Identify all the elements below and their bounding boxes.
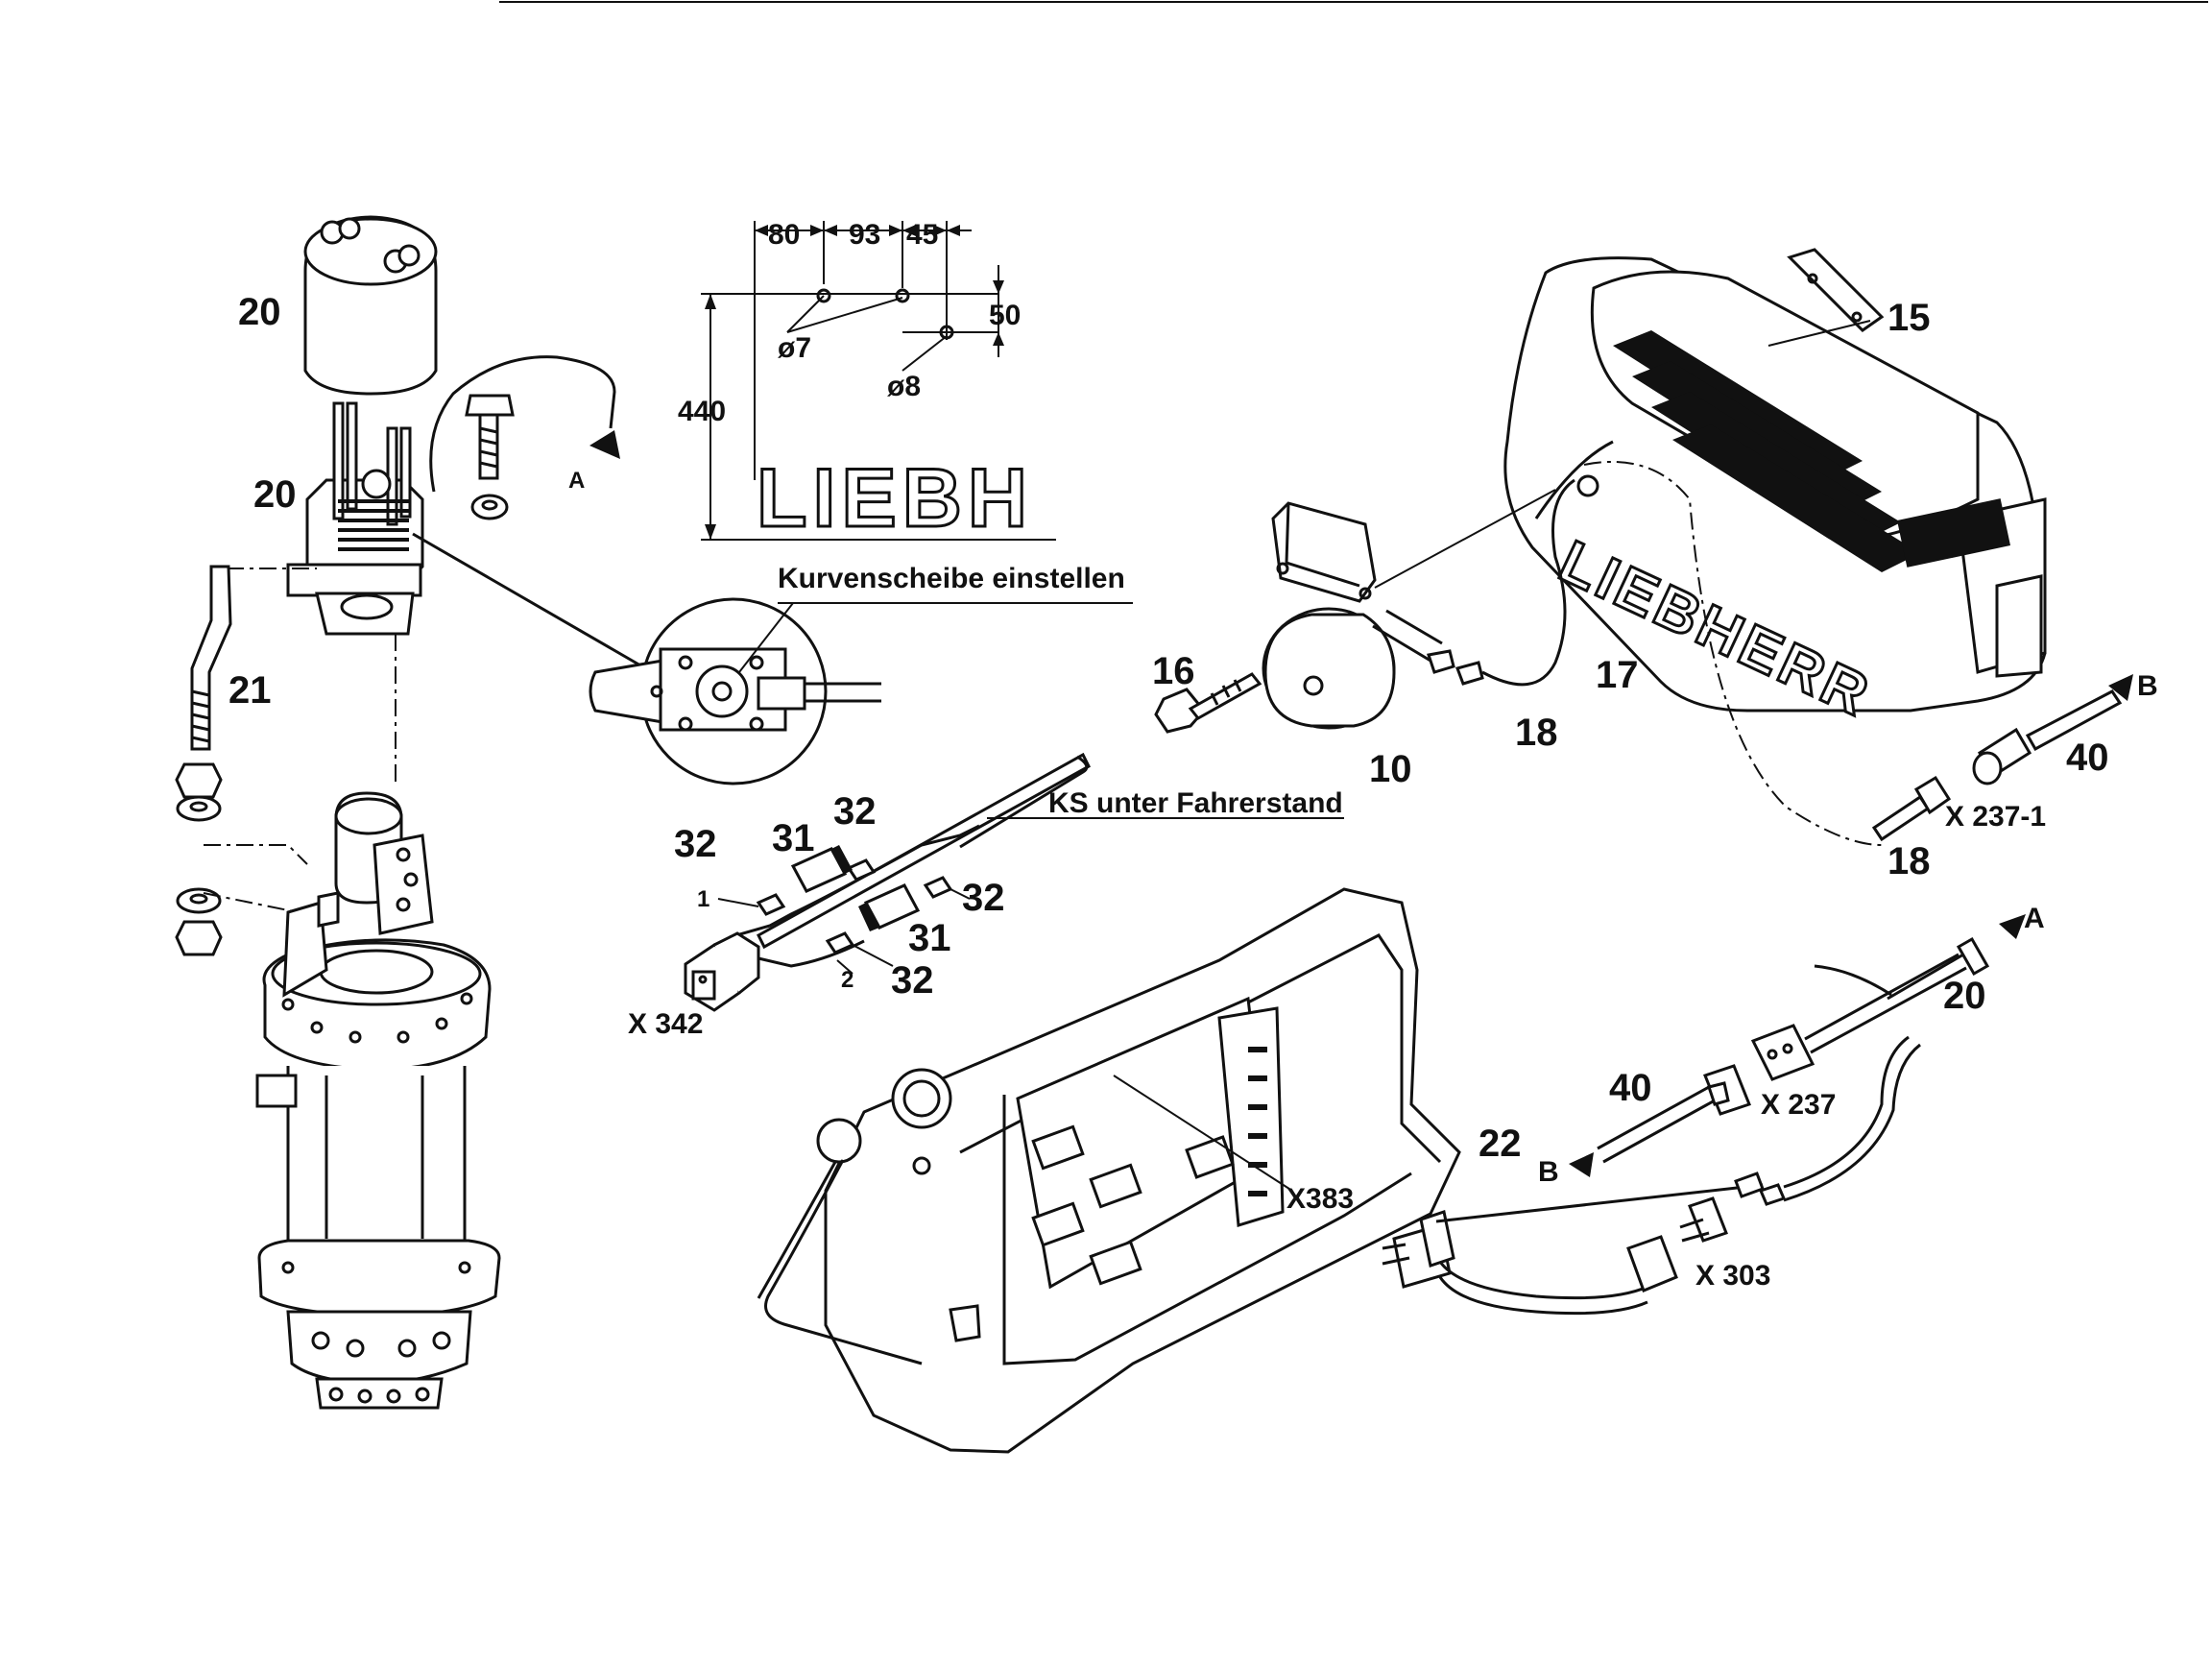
dia-7: ø7 (778, 332, 811, 364)
label-x342: X 342 (628, 1008, 703, 1040)
label-31-a: 31 (772, 817, 815, 859)
label-wire-1: 1 (697, 886, 709, 912)
plug-socket-x237-1 (1871, 674, 2133, 842)
control-box-housing (757, 887, 1461, 1454)
label-32-c: 32 (962, 877, 1005, 919)
label-18-a: 18 (1515, 712, 1558, 754)
dim-80: 80 (768, 219, 800, 251)
label-31-b: 31 (908, 917, 951, 959)
buzzer-cable-part-18 (1372, 474, 1599, 687)
arrow-b-mid (1569, 1152, 1594, 1177)
threaded-rod-part-21 (190, 565, 232, 751)
label-x237: X 237 (1761, 1089, 1836, 1121)
cam-note-leader (738, 602, 794, 673)
mounting-dimension-drawing: LIEBH (701, 221, 1056, 546)
limit-switch-assembly (286, 355, 616, 636)
main-cable-part-20 (1804, 914, 2026, 1054)
note-ks-unter-fahrerstand: KS unter Fahrerstand (1048, 787, 1343, 819)
label-32-d: 32 (891, 959, 934, 1002)
cam-disc-detail (589, 597, 881, 785)
label-40-right: 40 (2066, 737, 2109, 779)
label-16: 16 (1152, 650, 1195, 692)
label-22: 22 (1479, 1123, 1522, 1165)
label-b-mid: B (1538, 1156, 1559, 1188)
label-17: 17 (1596, 654, 1639, 696)
dim-93: 93 (849, 219, 880, 251)
dia-8: ø8 (887, 371, 921, 402)
leader-x383 (1113, 1075, 1293, 1192)
label-20-right: 20 (1943, 975, 1986, 1017)
label-wire-2: 2 (841, 967, 854, 993)
bracket-part-15 (1787, 248, 1885, 332)
mount-line-2 (203, 892, 299, 913)
leader-32-d (852, 944, 894, 967)
nut-washer-stack-left (175, 762, 223, 956)
label-18-b: 18 (1887, 840, 1931, 882)
label-x237-1: X 237-1 (1945, 801, 2046, 833)
leader-15 (1767, 320, 1871, 347)
label-x303: X 303 (1695, 1260, 1770, 1292)
label-b-right: B (2137, 670, 2158, 702)
logo-fragment-text: LIEBH (757, 452, 1033, 544)
leader-32-c (950, 888, 971, 900)
mount-line-1 (204, 844, 308, 865)
bolt-part-16 (1154, 672, 1262, 734)
cable-harness-part-22 (1382, 1035, 1921, 1316)
bolt-and-washer (465, 394, 515, 520)
label-32-a: 32 (674, 823, 717, 865)
dim-440: 440 (678, 396, 726, 427)
plug-route-line (1583, 461, 1883, 846)
buzzer-to-counterweight-line (1374, 489, 1556, 589)
label-x383: X383 (1286, 1183, 1354, 1215)
plug-part-40-mid (1597, 1064, 1751, 1164)
cover-cap-part-20 (303, 215, 438, 396)
wire-1-leader (717, 898, 759, 907)
label-21: 21 (228, 669, 272, 712)
dim-50: 50 (989, 300, 1021, 331)
label-10: 10 (1369, 748, 1412, 790)
leader-to-cam-detail (412, 532, 673, 686)
socket-x237 (1750, 1024, 1815, 1081)
label-32-b: 32 (833, 790, 877, 833)
label-15: 15 (1887, 297, 1931, 339)
wire-2-leader (836, 959, 854, 975)
label-20-mid: 20 (253, 473, 297, 516)
slewing-drive-housing (255, 791, 501, 1410)
connector-harness-x342 (684, 752, 1091, 1012)
label-a-top: A (568, 468, 585, 494)
label-40-mid: 40 (1609, 1067, 1652, 1109)
arrow-a-top (589, 430, 620, 459)
note-kurvenscheibe: Kurvenscheibe einstellen (778, 563, 1125, 594)
buzzer-part-10 (1262, 501, 1396, 730)
dim-45: 45 (906, 219, 938, 251)
label-a-right: A (2024, 903, 2045, 934)
label-20-top: 20 (238, 291, 281, 333)
